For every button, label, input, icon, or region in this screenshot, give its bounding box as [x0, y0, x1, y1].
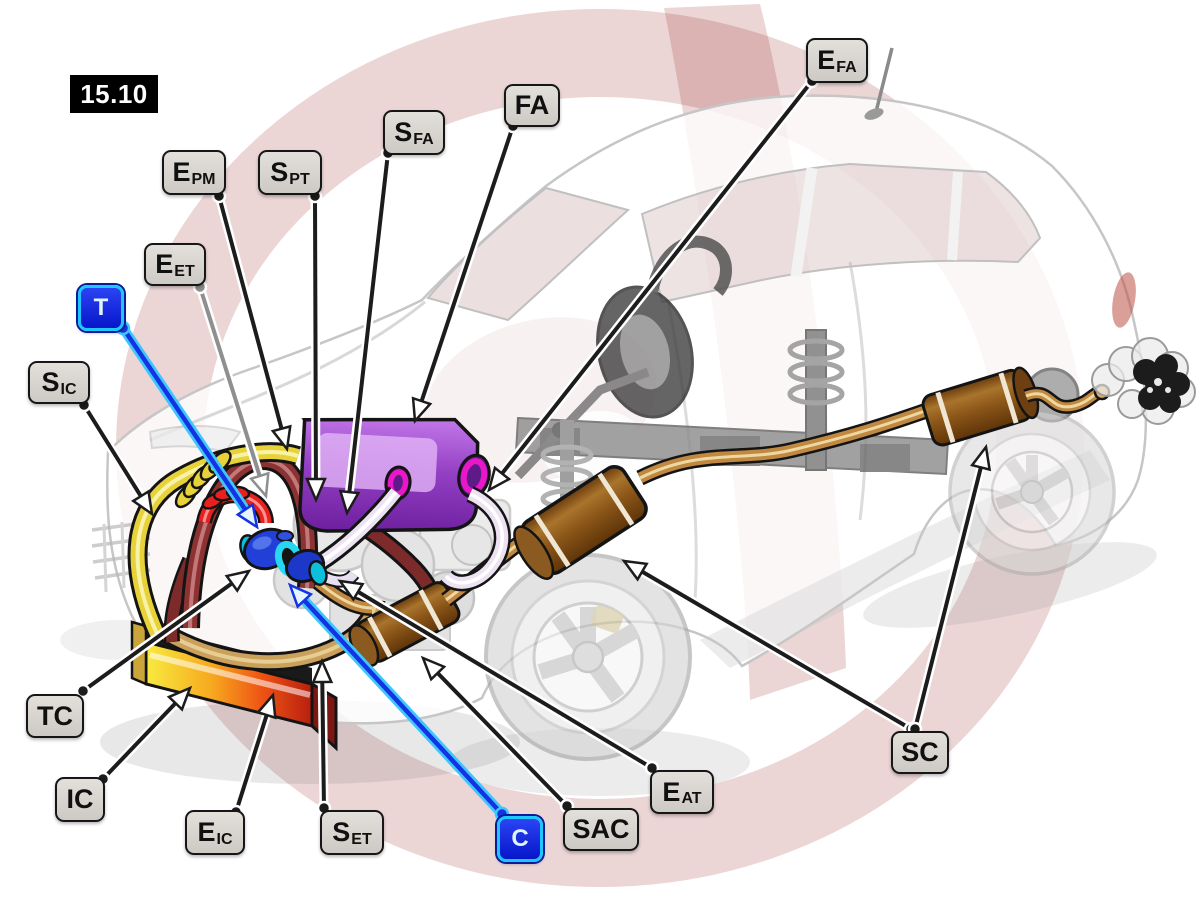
callout-arrow-e-at	[337, 579, 660, 776]
side-windows	[640, 162, 1042, 304]
yellow-intake-hose	[127, 442, 301, 641]
taillight	[1112, 272, 1136, 328]
callout-arrow-e-pm	[211, 188, 292, 453]
turbocharger	[239, 527, 360, 588]
exhaust-smoke	[1091, 337, 1196, 425]
callout-arrows	[75, 73, 992, 822]
callout-arrow-sc	[907, 443, 992, 737]
callout-arrow-e-ic	[228, 691, 277, 820]
figure-number-badge: 15.10	[70, 75, 158, 113]
roof-antenna	[864, 47, 894, 120]
callout-arrow-fa	[411, 118, 521, 425]
exhaust-line	[312, 366, 1111, 667]
catalytic-converter	[513, 465, 648, 580]
callout-arrow-sac	[420, 655, 575, 814]
brake-caliper	[590, 605, 624, 633]
callout-arrow-s-et	[311, 657, 334, 816]
callout-arrow-tc	[75, 569, 252, 699]
front-wheel	[484, 553, 692, 761]
steering-shaft	[514, 367, 650, 480]
air-duct-white	[313, 486, 511, 592]
callout-arrow-ic	[95, 685, 193, 787]
